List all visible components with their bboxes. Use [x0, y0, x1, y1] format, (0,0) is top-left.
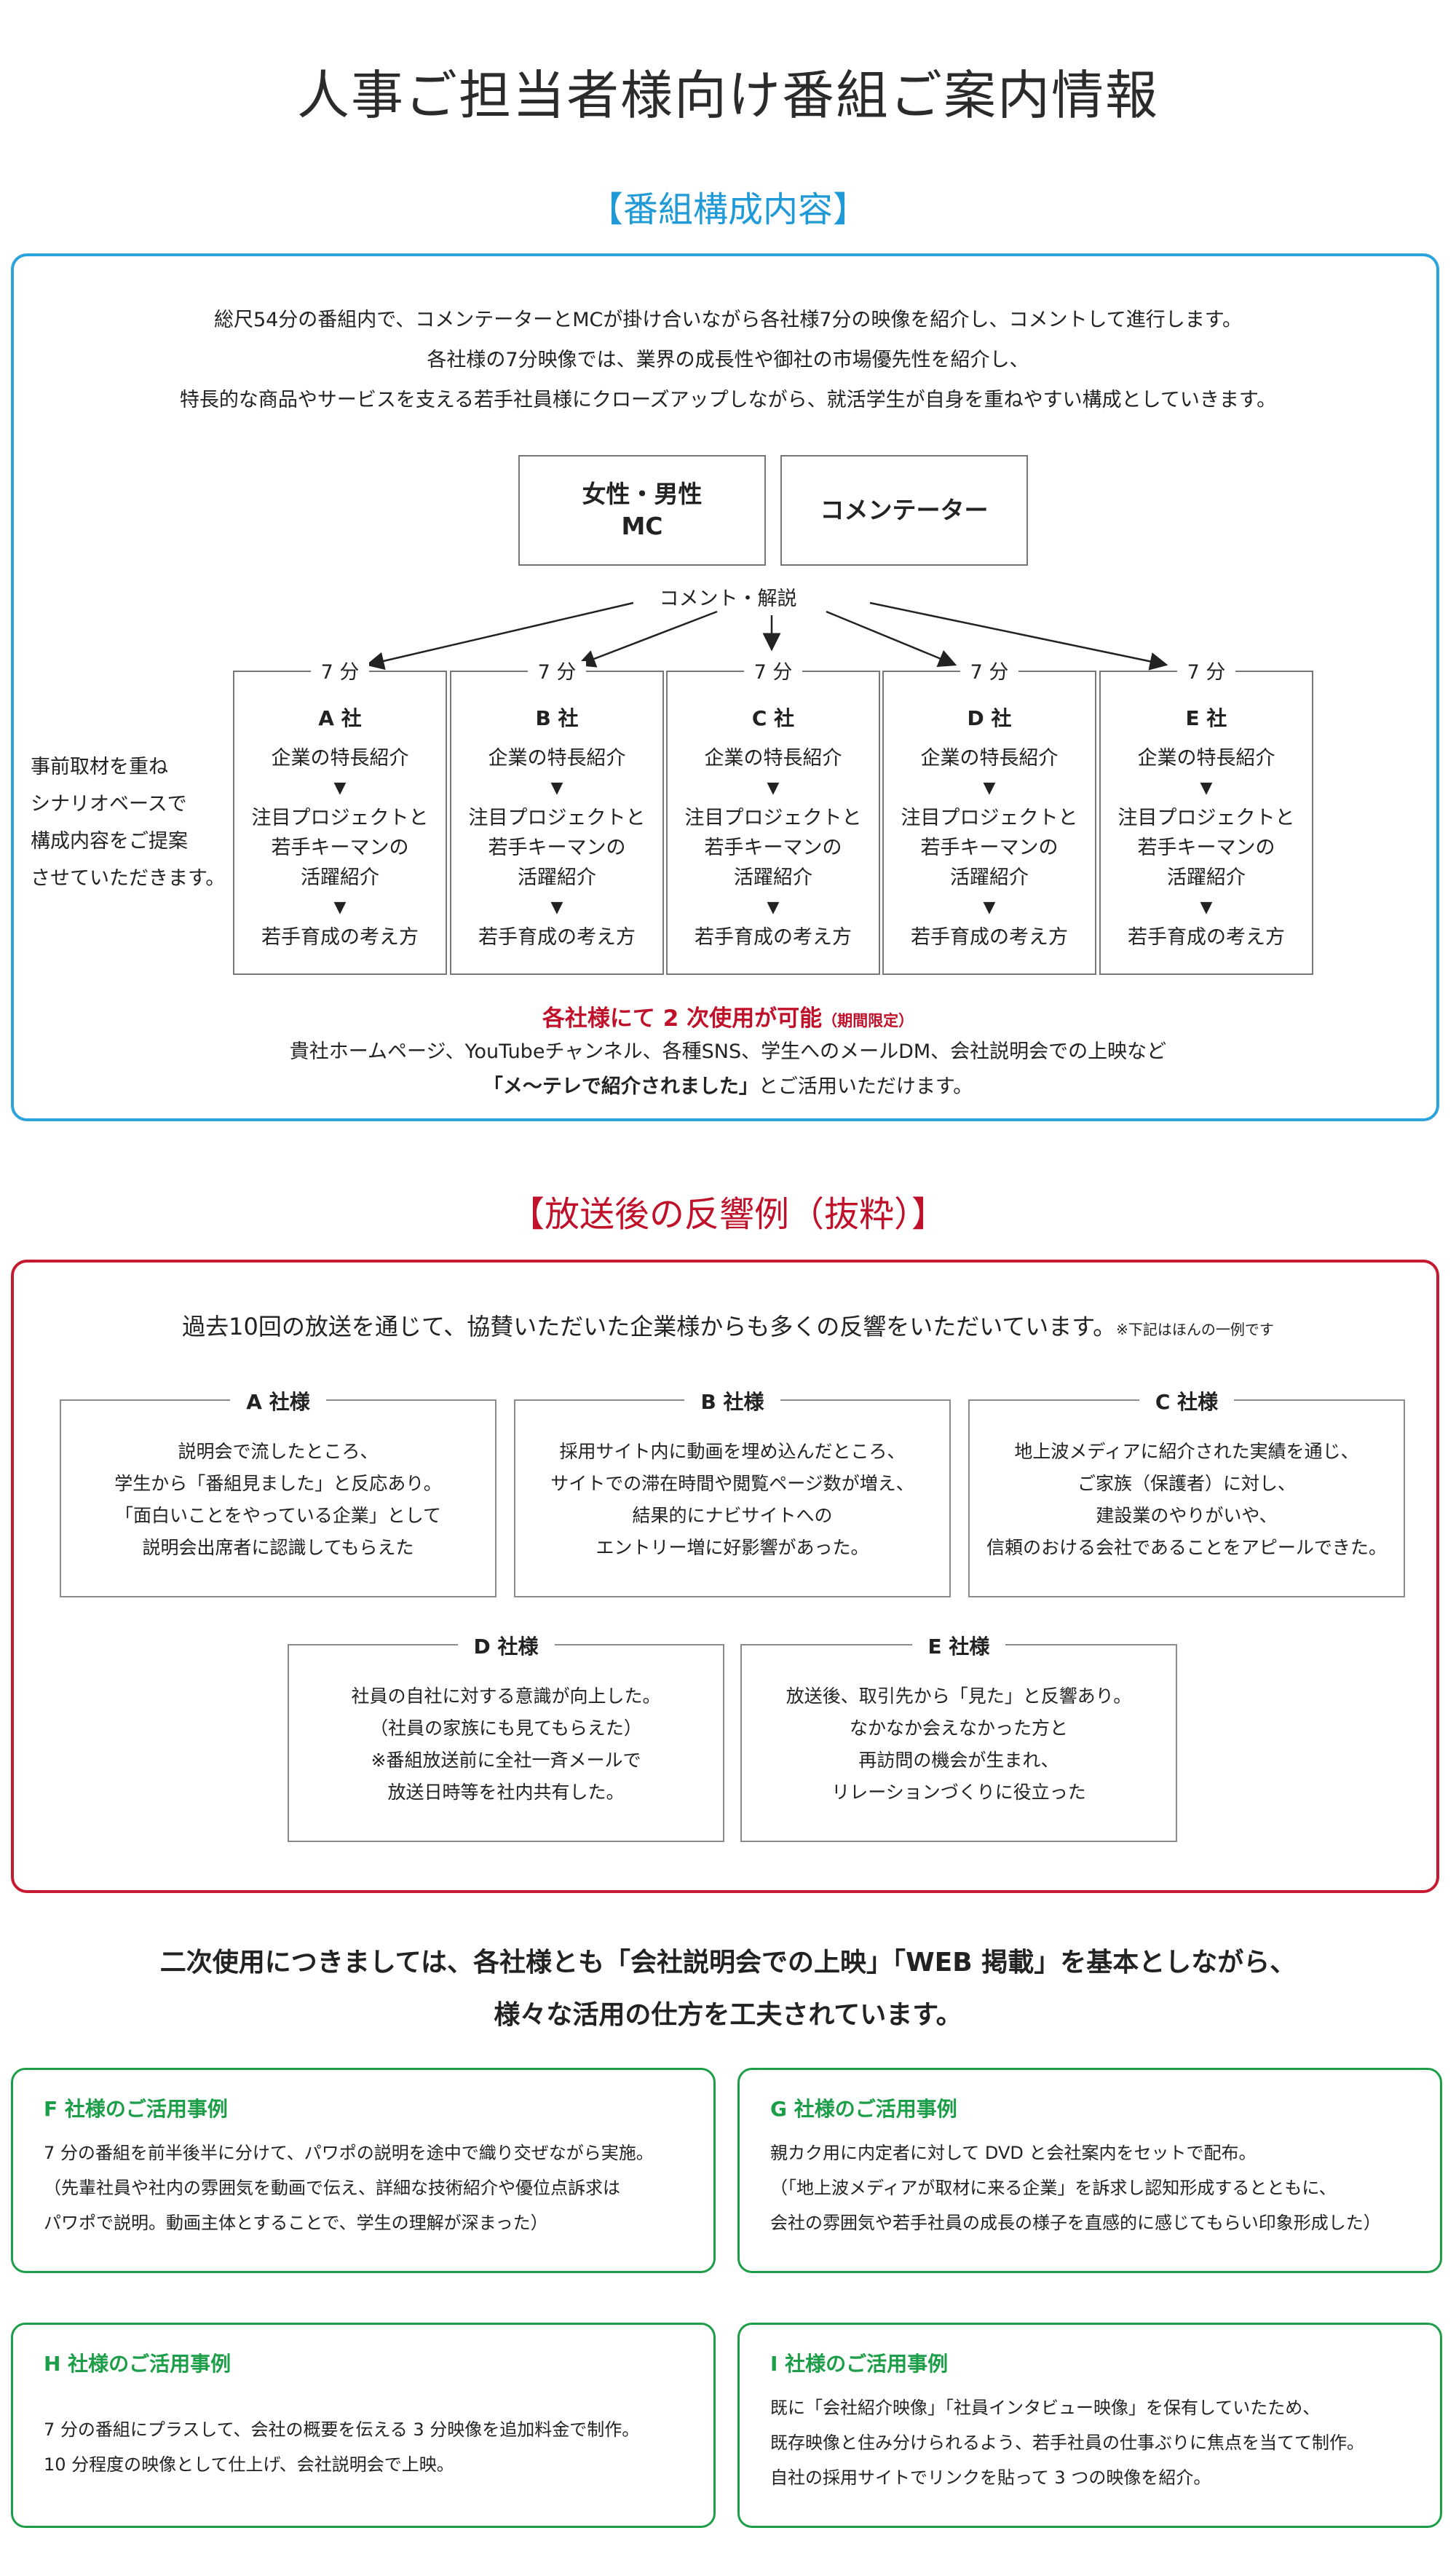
- company-name: D 社: [967, 706, 1012, 730]
- flow-arrows: [365, 601, 1168, 671]
- feedback-company-name: A 社様: [61, 1386, 495, 1415]
- company-name: A 社: [318, 706, 362, 730]
- down-triangle-icon: ▼: [1200, 779, 1213, 797]
- feedback-card-a: A 社様 説明会で流したところ、 学生から「番組見ました」と反応あり。 「面白い…: [60, 1390, 496, 1597]
- program-intro-line: 特長的な商品やサービスを支える若手社員様にクローズアップしながら、就活学生が自身…: [179, 389, 1277, 411]
- page-title: 人事ご担当者様向け番組ご案内情報: [296, 65, 1159, 126]
- arrow-to-b: [577, 610, 718, 668]
- company-contents: 企業の特長紹介 ▼ 注目プロジェクトと 若手キーマンの 活躍紹介 ▼ 若手育成の…: [1101, 743, 1312, 952]
- secondary-use-channels: 貴社ホームページ、YouTubeチャンネル、各種SNS、学生へのメールDM、会社…: [289, 1040, 1167, 1063]
- case-card-i: I 社様のご活用事例 既に「会社紹介映像」「社員インタビュー映像」を保有していた…: [737, 2323, 1442, 2528]
- program-intro-line: 総尺54分の番組内で、コメンテーターとMCが掛け合いながら各社様7分の映像を紹介…: [213, 309, 1243, 331]
- down-triangle-icon: ▼: [767, 779, 780, 797]
- feedback-section-heading: 【放送後の反響例（抜粋）】: [509, 1194, 946, 1235]
- feedback-card-c: C 社様 地上波メディアに紹介された実績を通じ、 ご家族（保護者）に対し、 建設…: [968, 1390, 1405, 1597]
- program-section-heading: 【番組構成内容】: [587, 189, 868, 230]
- program-structure-box: [11, 253, 1439, 1121]
- feedback-text: 採用サイト内に動画を埋め込んだところ、 サイトでの滞在時間や閲覧ページ数が増え、…: [550, 1441, 914, 1558]
- side-note-line: させていただきます。: [31, 867, 226, 890]
- commentator-box: コメンテーター: [780, 455, 1028, 566]
- case-title: I 社様のご活用事例: [770, 2352, 949, 2376]
- program-intro-line: 各社様の7分映像では、業界の成長性や御社の市場優先性を紹介し、: [427, 349, 1029, 371]
- case-title: F 社様のご活用事例: [44, 2097, 228, 2121]
- case-text: 親カク用に内定者に対して DVD と会社案内をセットで配布。 （「地上波メディア…: [770, 2143, 1381, 2233]
- segment-time: 7 分: [234, 656, 446, 684]
- secondary-use-summary: 二次使用につきましては、各社様とも「会社説明会での上映」「WEB 掲載」を基本と…: [159, 1948, 1297, 2030]
- side-note-line: 事前取材を重ね: [31, 756, 168, 778]
- feedback-company-name: D 社様: [289, 1631, 723, 1660]
- feedback-card-b: B 社様 採用サイト内に動画を埋め込んだところ、 サイトでの滞在時間や閲覧ページ…: [514, 1390, 951, 1597]
- down-triangle-icon: ▼: [983, 779, 996, 797]
- feedback-text: 説明会で流したところ、 学生から「番組見ました」と反応あり。 「面白いことをやっ…: [114, 1441, 442, 1558]
- feedback-text: 社員の自社に対する意識が向上した。 （社員の家族にも見てもらえた） ※番組放送前…: [351, 1686, 661, 1803]
- down-triangle-icon: ▼: [1200, 898, 1213, 917]
- feedback-text: 放送後、取引先から「見た」と反響あり。 なかなか会えなかった方と 再訪問の機会が…: [786, 1686, 1132, 1803]
- arrow-to-a: [365, 601, 634, 671]
- mc-label: 女性・男性: [582, 480, 703, 508]
- arrow-to-e: [869, 601, 1168, 671]
- secondary-use-message: 「メ〜テレで紹介されました」とご活用いただけます。: [483, 1075, 973, 1098]
- down-triangle-icon: ▼: [550, 779, 563, 797]
- company-name: E 社: [1185, 706, 1227, 730]
- segment-time: 7 分: [668, 656, 879, 684]
- secondary-use-heading: 各社様にて 2 次使用が可能（期間限定）: [542, 1005, 914, 1032]
- side-note-line: 構成内容をご提案: [31, 830, 188, 853]
- case-title: G 社様のご活用事例: [770, 2097, 957, 2121]
- arrow-to-d: [826, 610, 957, 667]
- case-card-h: H 社様のご活用事例 7 分の番組にプラスして、会社の概要を伝える 3 分映像を…: [11, 2323, 716, 2528]
- feedback-card-d: D 社様 社員の自社に対する意識が向上した。 （社員の家族にも見てもらえた） ※…: [288, 1635, 724, 1842]
- mc-box: 女性・男性 MC: [518, 455, 766, 566]
- company-box-b: 7 分 B 社 企業の特長紹介 ▼ 注目プロジェクトと 若手キーマンの 活躍紹介…: [450, 661, 664, 975]
- feedback-intro: 過去10回の放送を通じて、協賛いただいた企業様からも多くの反響をいただいています…: [182, 1313, 1274, 1340]
- feedback-card-e: E 社様 放送後、取引先から「見た」と反響あり。 なかなか会えなかった方と 再訪…: [740, 1635, 1177, 1842]
- feedback-box: [11, 1260, 1439, 1893]
- down-triangle-icon: ▼: [333, 779, 347, 797]
- segment-time: 7 分: [1101, 656, 1312, 684]
- company-name: C 社: [751, 706, 795, 730]
- case-card-f: F 社様のご活用事例 7 分の番組を前半後半に分けて、パワポの説明を途中で織り交…: [11, 2068, 716, 2273]
- segment-time: 7 分: [884, 656, 1095, 684]
- case-title: H 社様のご活用事例: [44, 2352, 232, 2376]
- case-text: 7 分の番組を前半後半に分けて、パワポの説明を途中で織り交ぜながら実施。 （先輩…: [44, 2143, 654, 2233]
- side-note: 事前取材を重ね シナリオベースで 構成内容をご提案 させていただきます。: [31, 748, 225, 897]
- feedback-company-name: E 社様: [742, 1631, 1176, 1660]
- feedback-company-name: B 社様: [515, 1386, 949, 1415]
- feedback-company-name: C 社様: [970, 1386, 1404, 1415]
- company-box-c: 7 分 C 社 企業の特長紹介 ▼ 注目プロジェクトと 若手キーマンの 活躍紹介…: [666, 661, 880, 975]
- comment-label: コメント・解説: [659, 588, 797, 610]
- company-contents: 企業の特長紹介 ▼ 注目プロジェクトと 若手キーマンの 活躍紹介 ▼ 若手育成の…: [668, 743, 879, 952]
- mc-label: MC: [621, 512, 663, 540]
- down-triangle-icon: ▼: [333, 898, 347, 917]
- down-triangle-icon: ▼: [550, 898, 563, 917]
- down-triangle-icon: ▼: [983, 898, 996, 917]
- company-box-e: 7 分 E 社 企業の特長紹介 ▼ 注目プロジェクトと 若手キーマンの 活躍紹介…: [1099, 661, 1313, 975]
- case-text: 7 分の番組にプラスして、会社の概要を伝える 3 分映像を追加料金で制作。 10…: [44, 2419, 640, 2475]
- case-card-g: G 社様のご活用事例 親カク用に内定者に対して DVD と会社案内をセットで配布…: [737, 2068, 1442, 2273]
- commentator-label: コメンテーター: [820, 496, 989, 524]
- company-contents: 企業の特長紹介 ▼ 注目プロジェクトと 若手キーマンの 活躍紹介 ▼ 若手育成の…: [884, 743, 1095, 952]
- company-contents: 企業の特長紹介 ▼ 注目プロジェクトと 若手キーマンの 活躍紹介 ▼ 若手育成の…: [234, 743, 446, 952]
- company-box-d: 7 分 D 社 企業の特長紹介 ▼ 注目プロジェクトと 若手キーマンの 活躍紹介…: [882, 661, 1096, 975]
- side-note-line: シナリオベースで: [31, 793, 187, 815]
- segment-time: 7 分: [451, 656, 662, 684]
- company-contents: 企業の特長紹介 ▼ 注目プロジェクトと 若手キーマンの 活躍紹介 ▼ 若手育成の…: [451, 743, 662, 952]
- down-triangle-icon: ▼: [767, 898, 780, 917]
- program-intro: 総尺54分の番組内で、コメンテーターとMCが掛け合いながら各社様7分の映像を紹介…: [0, 300, 1456, 420]
- feedback-text: 地上波メディアに紹介された実績を通じ、 ご家族（保護者）に対し、 建設業のやりが…: [986, 1441, 1387, 1558]
- company-name: B 社: [535, 706, 579, 730]
- company-box-a: 7 分 A 社 企業の特長紹介 ▼ 注目プロジェクトと 若手キーマンの 活躍紹介…: [233, 661, 447, 975]
- case-text: 既に「会社紹介映像」「社員インタビュー映像」を保有していたため、 既存映像と住み…: [770, 2398, 1364, 2488]
